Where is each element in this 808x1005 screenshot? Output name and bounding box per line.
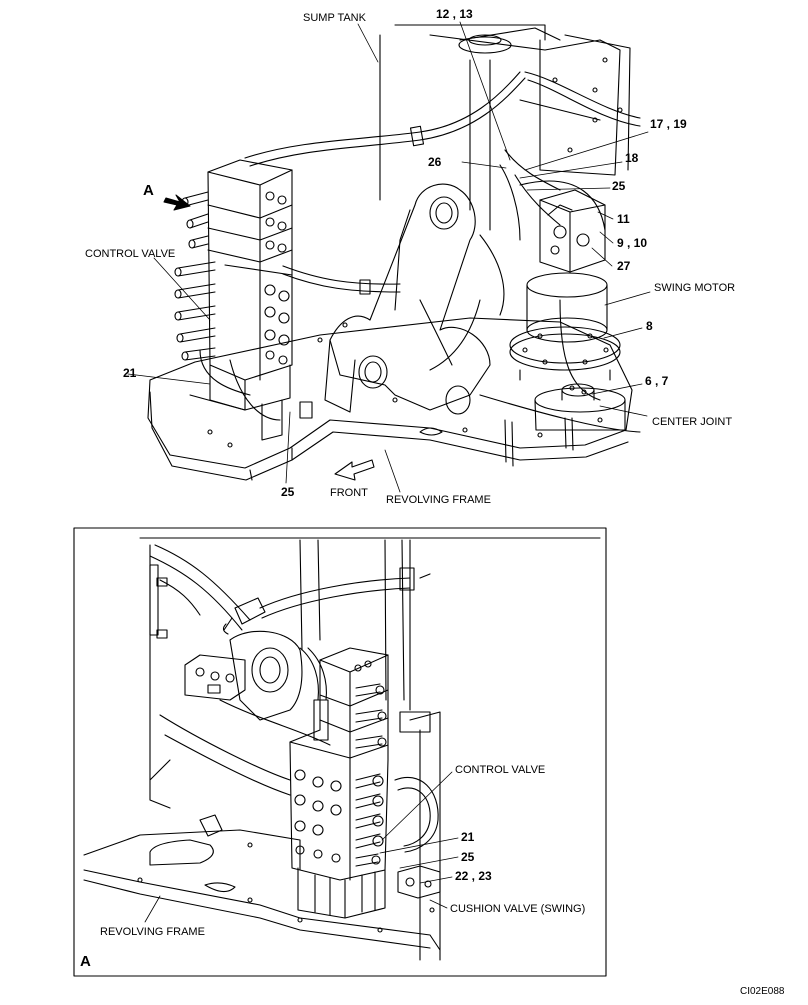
label-center-joint: CENTER JOINT xyxy=(652,416,733,428)
valve-ports-top xyxy=(264,191,290,365)
label-cushion-valve: CUSHION VALVE (SWING) xyxy=(450,903,586,915)
label-swing-motor: SWING MOTOR xyxy=(654,282,736,294)
callout-11: 11 xyxy=(617,212,630,226)
hoses xyxy=(199,71,641,433)
callout-9-10: 9 , 10 xyxy=(617,236,648,250)
callout-25-top: 25 xyxy=(612,179,626,193)
center-joint xyxy=(534,383,626,431)
front-arrow xyxy=(334,459,375,481)
figure-code: CI02E088 xyxy=(740,986,785,997)
callout-25-bottom: 25 xyxy=(281,485,295,499)
swing-motor xyxy=(509,189,621,381)
callout-21-detail: 21 xyxy=(461,830,475,844)
sump-tank xyxy=(379,24,631,231)
callout-22-23: 22 , 23 xyxy=(455,869,492,883)
detail-view-label: A xyxy=(80,953,91,970)
label-revolving-frame-top: REVOLVING FRAME xyxy=(386,494,491,506)
callout-18: 18 xyxy=(625,151,639,165)
callout-27: 27 xyxy=(617,259,631,273)
leader-lines-detail xyxy=(144,771,459,923)
valve-spools-detail xyxy=(355,683,387,867)
view-a-arrow xyxy=(163,194,191,211)
callout-12-13: 12 , 13 xyxy=(436,7,473,21)
valve-spools-top xyxy=(174,191,216,361)
callout-25-detail: 25 xyxy=(461,850,475,864)
callout-17-19: 17 , 19 xyxy=(650,117,687,131)
boom-bracket xyxy=(324,183,505,415)
cushion-valve xyxy=(397,865,441,913)
label-sump-tank: SUMP TANK xyxy=(303,12,366,24)
detail-view-a xyxy=(73,527,607,977)
control-valve-top xyxy=(174,159,313,441)
leader-lines-top xyxy=(127,21,651,493)
revolving-frame-plate xyxy=(147,317,633,481)
callout-8: 8 xyxy=(646,319,653,333)
control-valve-detail xyxy=(289,647,389,919)
callout-21-top: 21 xyxy=(123,366,137,380)
detail-frame xyxy=(73,527,607,977)
callout-26: 26 xyxy=(428,155,442,169)
label-control-valve-top: CONTROL VALVE xyxy=(85,248,176,260)
label-control-valve-detail: CONTROL VALVE xyxy=(455,764,546,776)
label-revolving-frame-detail: REVOLVING FRAME xyxy=(100,926,205,938)
label-front: FRONT xyxy=(330,487,368,499)
view-a-marker: A xyxy=(143,182,154,199)
callout-6-7: 6 , 7 xyxy=(645,374,669,388)
top-assembly-view xyxy=(127,21,651,493)
